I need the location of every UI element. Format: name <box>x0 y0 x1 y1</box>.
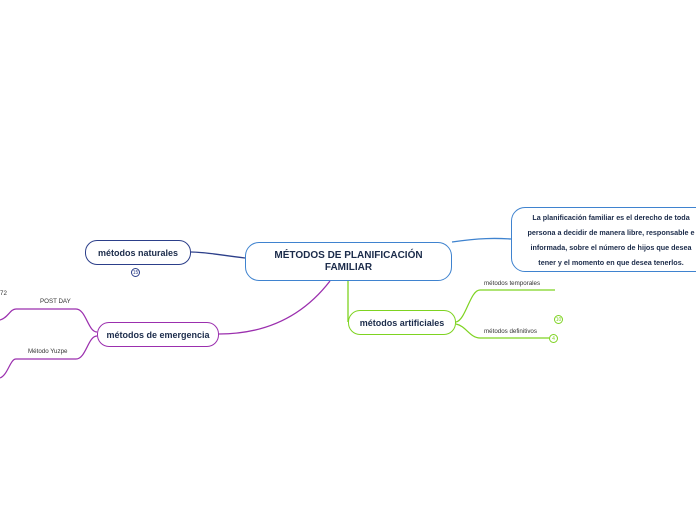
naturales-count-badge[interactable]: 15 <box>131 268 140 277</box>
central-topic[interactable]: MÉTODOS DE PLANIFICACIÓN FAMILIAR <box>245 242 452 281</box>
connector-definition <box>451 237 512 243</box>
definition-note[interactable]: La planificación familiar es el derecho … <box>511 207 696 272</box>
connector-postday-child <box>0 308 17 321</box>
leaf-partial-72: 72 <box>0 290 7 297</box>
connector-naturales <box>190 251 246 259</box>
connector-definitivos <box>455 323 549 339</box>
connector-emergencia <box>218 280 331 335</box>
connector-postday <box>16 308 98 333</box>
definitivos-count-badge[interactable]: 4 <box>549 334 558 343</box>
connector-temporales <box>455 289 555 323</box>
connector-yuzpe-child <box>0 358 17 379</box>
leaf-metodos-definitivos[interactable]: métodos definitivos <box>484 328 537 335</box>
branch-emergencia[interactable]: métodos de emergencia <box>97 322 219 347</box>
leaf-metodo-yuzpe[interactable]: Método Yuzpe <box>28 348 68 355</box>
branch-naturales[interactable]: métodos naturales <box>85 240 191 265</box>
leaf-metodos-temporales[interactable]: métodos temporales <box>484 280 541 287</box>
temporales-count-badge[interactable]: 10 <box>554 315 563 324</box>
branch-artificiales[interactable]: métodos artificiales <box>348 310 456 335</box>
connector-yuzpe <box>16 335 98 360</box>
leaf-post-day[interactable]: POST DAY <box>40 298 71 305</box>
